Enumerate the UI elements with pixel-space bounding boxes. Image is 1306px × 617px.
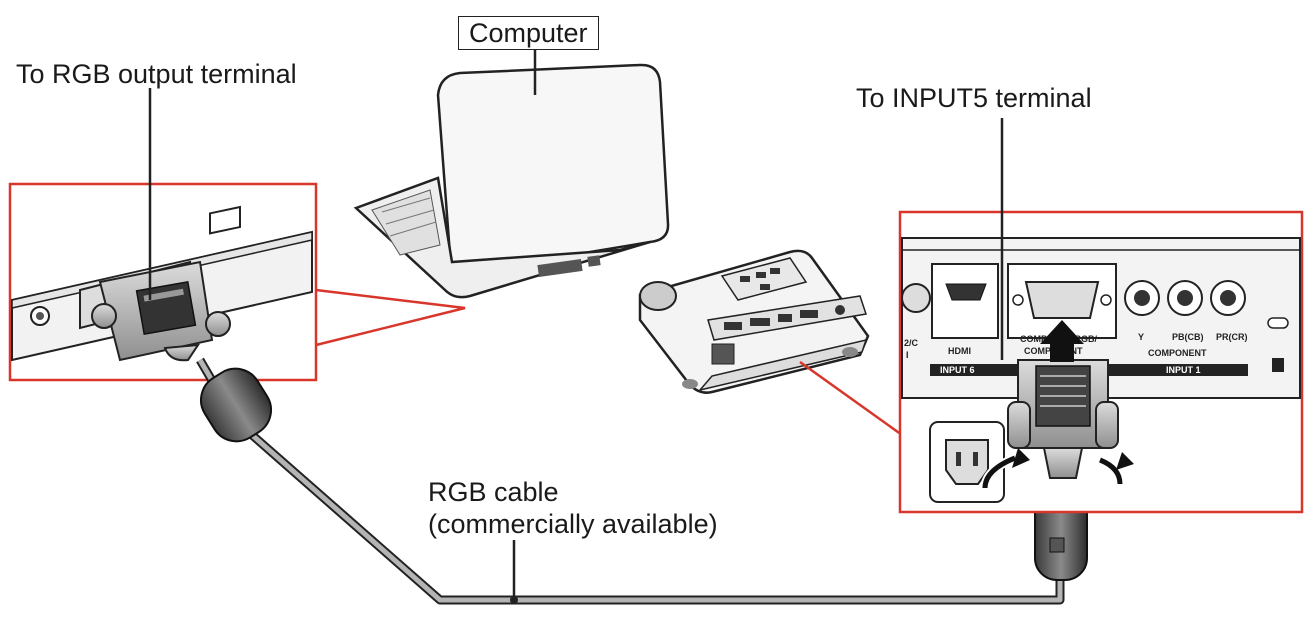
input1-label: INPUT 1 bbox=[1166, 365, 1201, 375]
svg-text:I: I bbox=[906, 350, 909, 360]
component2-label: COMPONENT bbox=[1148, 348, 1207, 358]
computer-label: Computer bbox=[458, 16, 599, 51]
computer-terminal-callout bbox=[8, 88, 466, 382]
laptop-computer bbox=[353, 50, 670, 299]
pr-label: PR(CR) bbox=[1216, 332, 1248, 342]
input6-label: INPUT 6 bbox=[940, 365, 975, 375]
hdmi-label: HDMI bbox=[948, 346, 971, 356]
svg-text:2/C: 2/C bbox=[904, 338, 919, 348]
input5-label: To INPUT5 terminal bbox=[856, 83, 1092, 113]
pb-label: PB(CB) bbox=[1172, 332, 1204, 342]
projector-terminal-callout: 2/C I HDMI INPUT 6 COMPUTER-RGB/ COMPONE… bbox=[799, 118, 1304, 514]
rgb-output-label: To RGB output terminal bbox=[16, 59, 297, 89]
projector bbox=[638, 249, 870, 394]
cable-label-line1: RGB cable bbox=[428, 477, 559, 507]
vga-plug-right bbox=[1007, 359, 1119, 479]
vga-plug-left bbox=[91, 260, 231, 362]
y-label: Y bbox=[1138, 332, 1144, 342]
cable-label-line2: (commercially available) bbox=[428, 509, 718, 539]
